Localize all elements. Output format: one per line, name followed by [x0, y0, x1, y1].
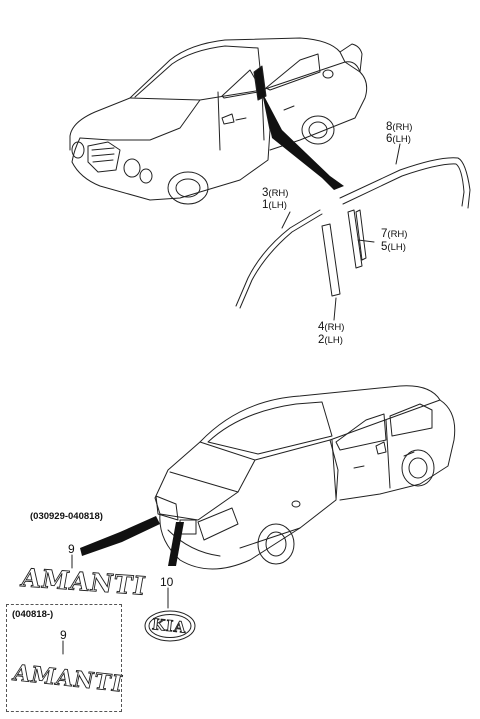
pillar-highlight — [253, 65, 267, 101]
center-pillar-molding-part — [321, 223, 341, 297]
label-part-2: 2(LH) — [318, 334, 343, 346]
kia-badge: KIA — [151, 615, 188, 637]
front-pillar-molding-part — [235, 209, 321, 307]
arrow-to-emblem — [80, 516, 160, 556]
rear-car-illustration — [154, 385, 456, 570]
label-part-3: 3(RH) — [262, 187, 289, 199]
front-car-illustration — [69, 37, 368, 205]
roof-molding-part — [339, 157, 471, 209]
label-part-7: 7(RH) — [381, 228, 408, 240]
kia-badge-oval — [144, 610, 196, 642]
emblem-ref-label-1: 9 — [68, 542, 75, 556]
label-part-4: 4(RH) — [318, 321, 345, 333]
arrow-to-molding — [262, 92, 344, 190]
emblem-ref-label-2: 9 — [60, 628, 67, 642]
label-part-5: 5(LH) — [381, 241, 406, 253]
rear-pillar-molding-part — [347, 209, 363, 269]
badge-ref-label: 10 — [160, 575, 174, 589]
label-part-8: 8(RH) — [386, 121, 413, 133]
date-range-label-1: (030929-040818) — [30, 511, 103, 522]
label-part-6: 6(LH) — [386, 133, 411, 145]
variant-box — [6, 604, 122, 712]
date-range-label-2: (040818-) — [12, 609, 54, 620]
arrow-to-badge — [168, 522, 184, 566]
label-part-1: 1(LH) — [262, 199, 287, 211]
